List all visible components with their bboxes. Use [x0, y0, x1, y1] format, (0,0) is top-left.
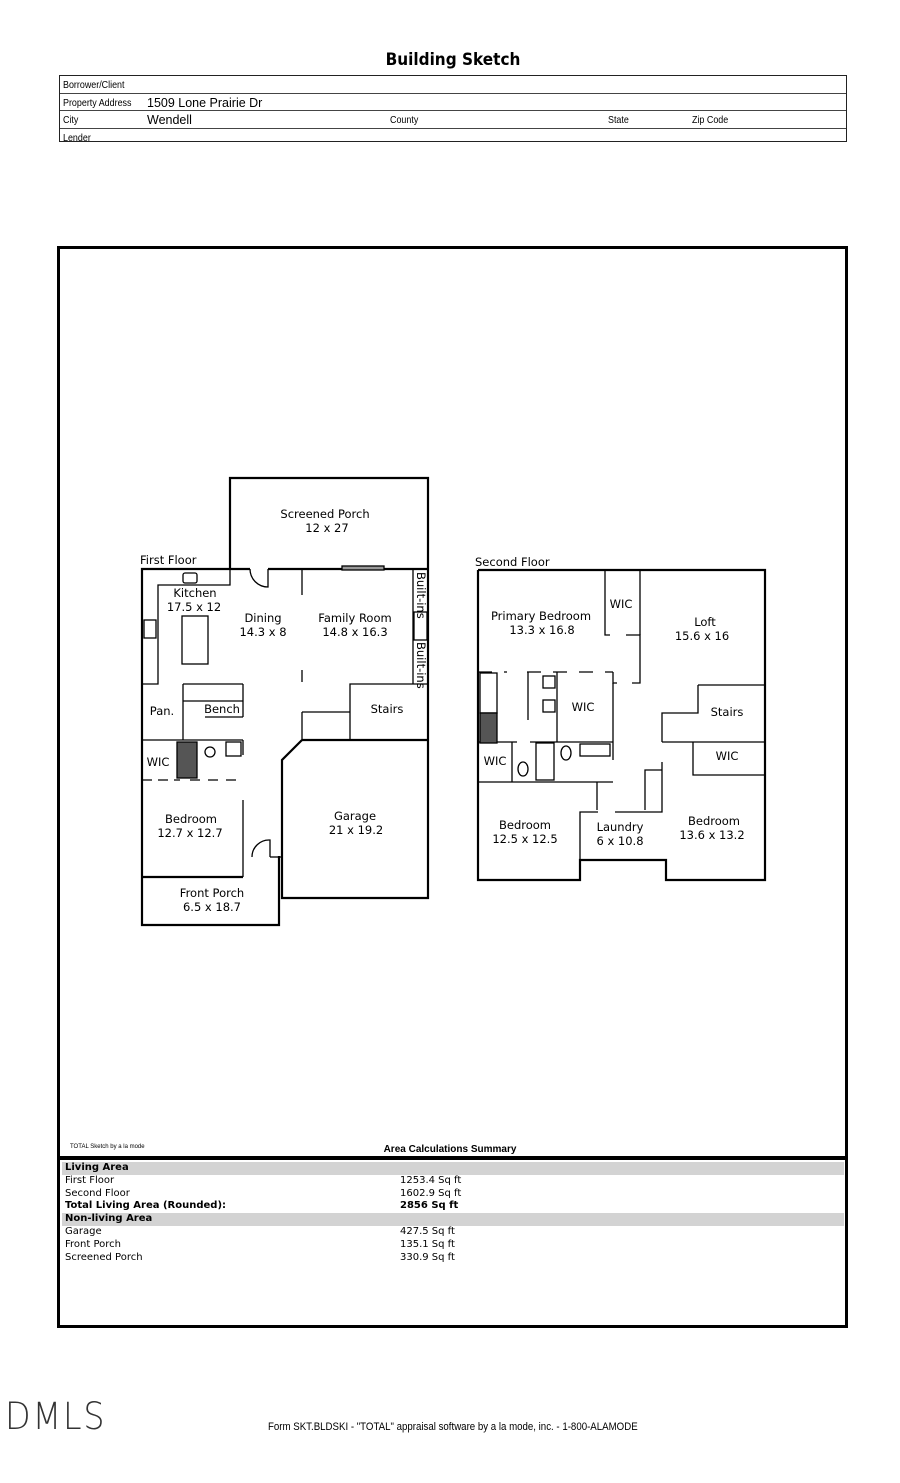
room-name: Family Room	[318, 611, 391, 625]
lender-row: Lender	[60, 129, 846, 146]
nonliving-area-header: Non-living Area	[62, 1213, 844, 1226]
form-footer: Form SKT.BLDSKI - "TOTAL" appraisal soft…	[268, 1421, 638, 1433]
row-value: 1602.9 Sq ft	[400, 1187, 462, 1199]
summary-divider	[57, 1156, 848, 1160]
living-area-header: Living Area	[62, 1162, 844, 1175]
total-row: Total Living Area (Rounded): 2856 Sq ft	[62, 1200, 844, 1213]
room-dims: 12.5 x 12.5	[492, 832, 557, 846]
area-summary-table: Living Area First Floor 1253.4 Sq ft Seco…	[62, 1162, 844, 1264]
room-name: Front Porch	[180, 886, 244, 900]
first-floor-walls	[140, 476, 430, 927]
address-row: Property Address 1509 Lone Prairie Dr	[60, 94, 846, 111]
state-label: State	[608, 114, 629, 126]
room-dims: 12.7 x 12.7	[157, 826, 222, 840]
city-label: City	[63, 114, 79, 126]
page-title: Building Sketch	[385, 50, 521, 70]
summary-title: Area Calculations Summary	[383, 1144, 517, 1155]
room-name: WIC	[610, 597, 633, 611]
row-label: First Floor	[65, 1174, 115, 1186]
first-floor-label: First Floor	[140, 553, 197, 567]
summary-row: Screened Porch 330.9 Sq ft	[62, 1252, 844, 1265]
room-name: Bedroom	[688, 814, 740, 828]
second-floor-label: Second Floor	[475, 555, 550, 569]
room-dims: 14.3 x 8	[239, 625, 286, 639]
room-name: Kitchen	[173, 586, 216, 600]
second-floor-labels: Second Floor Primary Bedroom 13.3 x 16.8…	[475, 555, 745, 848]
total-value: 2856 Sq ft	[400, 1200, 459, 1212]
room-name: Stairs	[371, 702, 404, 716]
summary-row: Front Porch 135.1 Sq ft	[62, 1239, 844, 1252]
address-value: 1509 Lone Prairie Dr	[147, 95, 263, 110]
row-label: Second Floor	[65, 1187, 130, 1199]
room-name: Bedroom	[165, 812, 217, 826]
summary-row: Garage 427.5 Sq ft	[62, 1226, 844, 1239]
second-floor-walls	[476, 568, 767, 882]
room-dims: 21 x 19.2	[329, 823, 383, 837]
room-dims: 12 x 27	[305, 521, 348, 535]
lender-label: Lender	[63, 131, 91, 144]
zip-label: Zip Code	[692, 114, 729, 126]
sketch-frame	[57, 246, 848, 1328]
borrower-label: Borrower/Client	[63, 79, 125, 91]
software-credit: TOTAL Sketch by a la mode	[70, 1144, 145, 1150]
room-name: WIC	[484, 754, 507, 768]
room-dims: 6.5 x 18.7	[183, 900, 241, 914]
room-name: Screened Porch	[280, 507, 369, 521]
city-value: Wendell	[147, 113, 192, 127]
room-name: Primary Bedroom	[491, 609, 591, 623]
property-header-table: Borrower/Client Property Address 1509 Lo…	[59, 75, 847, 144]
borrower-row: Borrower/Client	[60, 76, 846, 94]
room-name: Stairs	[711, 705, 744, 719]
room-name: Loft	[694, 615, 716, 629]
row-value: 1253.4 Sq ft	[400, 1174, 462, 1186]
room-dims: 15.6 x 16	[675, 629, 729, 643]
address-label: Property Address	[63, 96, 132, 109]
city-row: City Wendell County State Zip Code	[60, 111, 846, 129]
room-name: Pan.	[150, 704, 174, 718]
room-name: Dining	[244, 611, 281, 625]
room-name: WIC	[147, 755, 170, 769]
room-name: WIC	[572, 700, 595, 714]
room-name: Laundry	[597, 820, 644, 834]
first-floor-labels: First Floor Screened Porch 12 x 27 Kitch…	[140, 507, 428, 914]
room-dims: 6 x 10.8	[596, 834, 643, 848]
total-label: Total Living Area (Rounded):	[65, 1200, 227, 1212]
room-dims: 13.3 x 16.8	[509, 623, 574, 637]
room-name: WIC	[716, 749, 739, 763]
row-value: 330.9 Sq ft	[400, 1251, 455, 1263]
summary-row: First Floor 1253.4 Sq ft	[62, 1175, 844, 1188]
room-dims: 14.8 x 16.3	[322, 625, 387, 639]
dmls-logo: DMLS	[5, 1395, 107, 1438]
row-label: Garage	[65, 1225, 102, 1237]
room-name: Built-ins	[414, 572, 428, 619]
summary-row: Second Floor 1602.9 Sq ft	[62, 1188, 844, 1201]
row-label: Screened Porch	[65, 1251, 143, 1263]
room-dims: 13.6 x 13.2	[679, 828, 744, 842]
room-name: Garage	[334, 809, 376, 823]
room-dims: 17.5 x 12	[167, 600, 221, 614]
row-value: 135.1 Sq ft	[400, 1238, 455, 1250]
room-name: Bedroom	[499, 818, 551, 832]
row-label: Front Porch	[65, 1238, 121, 1250]
room-name: Bench	[204, 702, 240, 716]
county-label: County	[390, 114, 419, 126]
room-name: Built-ins	[414, 642, 428, 689]
row-value: 427.5 Sq ft	[400, 1225, 455, 1237]
